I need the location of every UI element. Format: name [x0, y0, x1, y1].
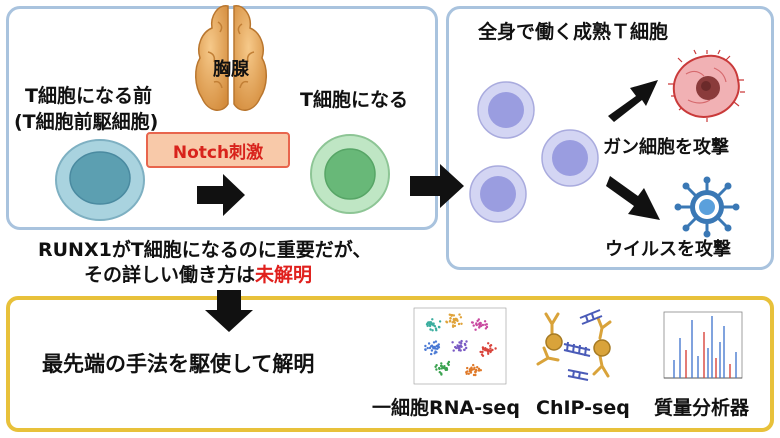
mature-t-cell-icon	[469, 165, 527, 223]
chip-seq-label: ChIP-seq	[536, 397, 630, 419]
arrow-up-right-icon	[608, 80, 658, 122]
mass-spectrum-icon	[663, 311, 743, 379]
mature-t-cell-icon	[477, 81, 535, 139]
runx1-statement-line2: その詳しい働き方は未解明	[84, 264, 313, 287]
mature-t-cell-icon	[541, 129, 599, 187]
thymus-organ-icon	[195, 5, 267, 111]
become-t-cell-label: T細胞になる	[300, 89, 408, 111]
arrow-right-icon	[197, 174, 245, 216]
attack-cancer-label: ガン細胞を攻撃	[603, 137, 729, 158]
arrow-down-icon	[205, 290, 253, 332]
arrow-down-right-icon	[606, 176, 660, 220]
notch-stimulation-box: Notch刺激	[146, 132, 290, 168]
t-cell-icon	[310, 134, 390, 214]
attack-virus-label: ウイルスを攻撃	[605, 239, 731, 260]
statement-prefix: その詳しい働き方は	[84, 264, 256, 286]
virus-icon	[674, 176, 740, 238]
mature-t-cell-panel	[446, 6, 774, 270]
mass-spectrometer-label: 質量分析器	[654, 397, 750, 419]
progenitor-cell-icon	[55, 139, 145, 221]
scrna-seq-label: 一細胞RNA-seq	[372, 397, 520, 419]
pre-t-cell-label: T細胞になる前	[25, 85, 152, 107]
antibody-dna-icon	[536, 309, 612, 381]
method-label: 最先端の手法を駆使して解明	[42, 352, 315, 376]
unresolved-highlight: 未解明	[255, 264, 313, 286]
thymus-label: 胸腺	[213, 59, 249, 80]
runx1-statement-line1: RUNX1がT細胞になるのに重要だが、	[38, 239, 372, 261]
arrow-right-icon	[410, 164, 464, 208]
mature-t-cell-label: 全身で働く成熟Ｔ細胞	[478, 21, 669, 43]
pre-t-cell-sublabel: (T細胞前駆細胞)	[14, 111, 159, 133]
methods-panel	[6, 296, 774, 432]
scatter-plot-icon	[413, 307, 507, 385]
cancer-cell-icon	[668, 49, 745, 122]
